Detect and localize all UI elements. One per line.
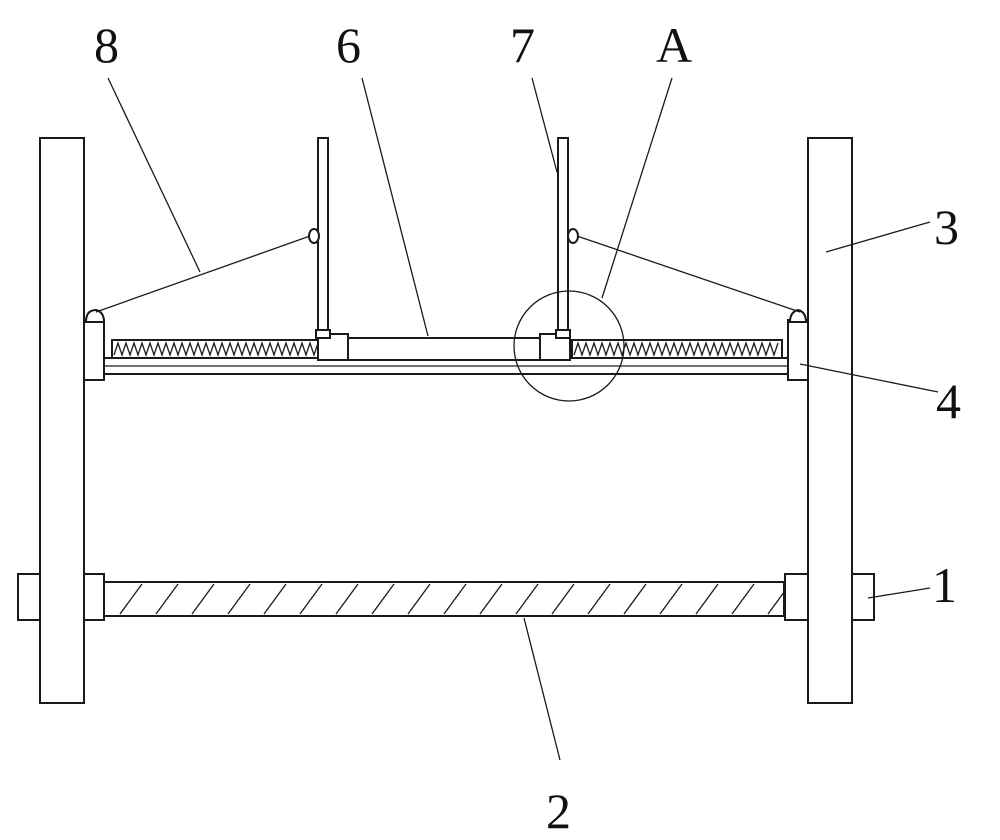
axle	[103, 581, 791, 617]
leader-a	[601, 77, 673, 299]
right-spring-coils	[573, 340, 779, 358]
leader-7	[531, 77, 558, 173]
slide-bar	[327, 337, 561, 361]
callout-3: 3	[934, 199, 959, 255]
callout-7: 7	[510, 17, 535, 73]
callout-2: 2	[546, 783, 571, 839]
upper-rail-assembly	[83, 319, 809, 381]
left-slider	[317, 333, 349, 361]
axle-hatch-line	[263, 583, 287, 615]
axle-hatch-line	[587, 583, 611, 615]
axle-hatch-line	[695, 583, 719, 615]
spring-coil-path	[573, 340, 779, 358]
left-rod-pivot	[308, 228, 320, 244]
right-rod-collar	[555, 329, 571, 339]
leader-3	[825, 221, 931, 253]
right-wheel	[807, 137, 853, 704]
right-rod	[557, 137, 569, 339]
callout-a: A	[656, 17, 692, 73]
left-inner-hub	[83, 573, 105, 621]
left-wall-pivot	[84, 308, 106, 323]
right-cable	[576, 235, 801, 313]
right-inner-hub	[784, 573, 809, 621]
leader-6	[361, 77, 429, 337]
leader-2	[523, 617, 561, 761]
axle-hatch-line	[119, 583, 143, 615]
axle-hatch-line	[479, 583, 503, 615]
spring-coil-path	[113, 340, 323, 358]
axle-hatch-line	[299, 583, 323, 615]
detail-circle-a	[513, 290, 625, 402]
left-wheel	[39, 137, 85, 704]
leader-8	[107, 77, 201, 273]
right-rod-pivot	[567, 228, 579, 244]
axle-hatch-line	[227, 583, 251, 615]
axle-hatch-line	[191, 583, 215, 615]
left-outer-hub	[17, 573, 41, 621]
leader-1	[867, 587, 931, 599]
right-mount-block	[787, 319, 809, 381]
left-mount-block	[83, 319, 105, 381]
left-rod-collar	[315, 329, 331, 339]
left-spring-coils	[113, 340, 323, 358]
callout-8: 8	[94, 17, 119, 73]
axle-hatch-line	[659, 583, 683, 615]
axle-hatching	[119, 583, 791, 615]
callout-4: 4	[936, 373, 961, 429]
callout-6: 6	[336, 17, 361, 73]
right-wall-pivot	[788, 308, 808, 323]
axle-hatch-line	[407, 583, 431, 615]
axle-hatch-line	[623, 583, 647, 615]
axle-hatch-line	[371, 583, 395, 615]
axle-hatch-line	[443, 583, 467, 615]
axle-hatch-line	[155, 583, 179, 615]
leader-4	[799, 363, 939, 393]
axle-hatch-line	[731, 583, 755, 615]
axle-hatch-line	[551, 583, 575, 615]
axle-hatch-line	[515, 583, 539, 615]
left-cable	[95, 235, 311, 313]
axle-hatch-line	[335, 583, 359, 615]
callout-1: 1	[932, 557, 957, 613]
